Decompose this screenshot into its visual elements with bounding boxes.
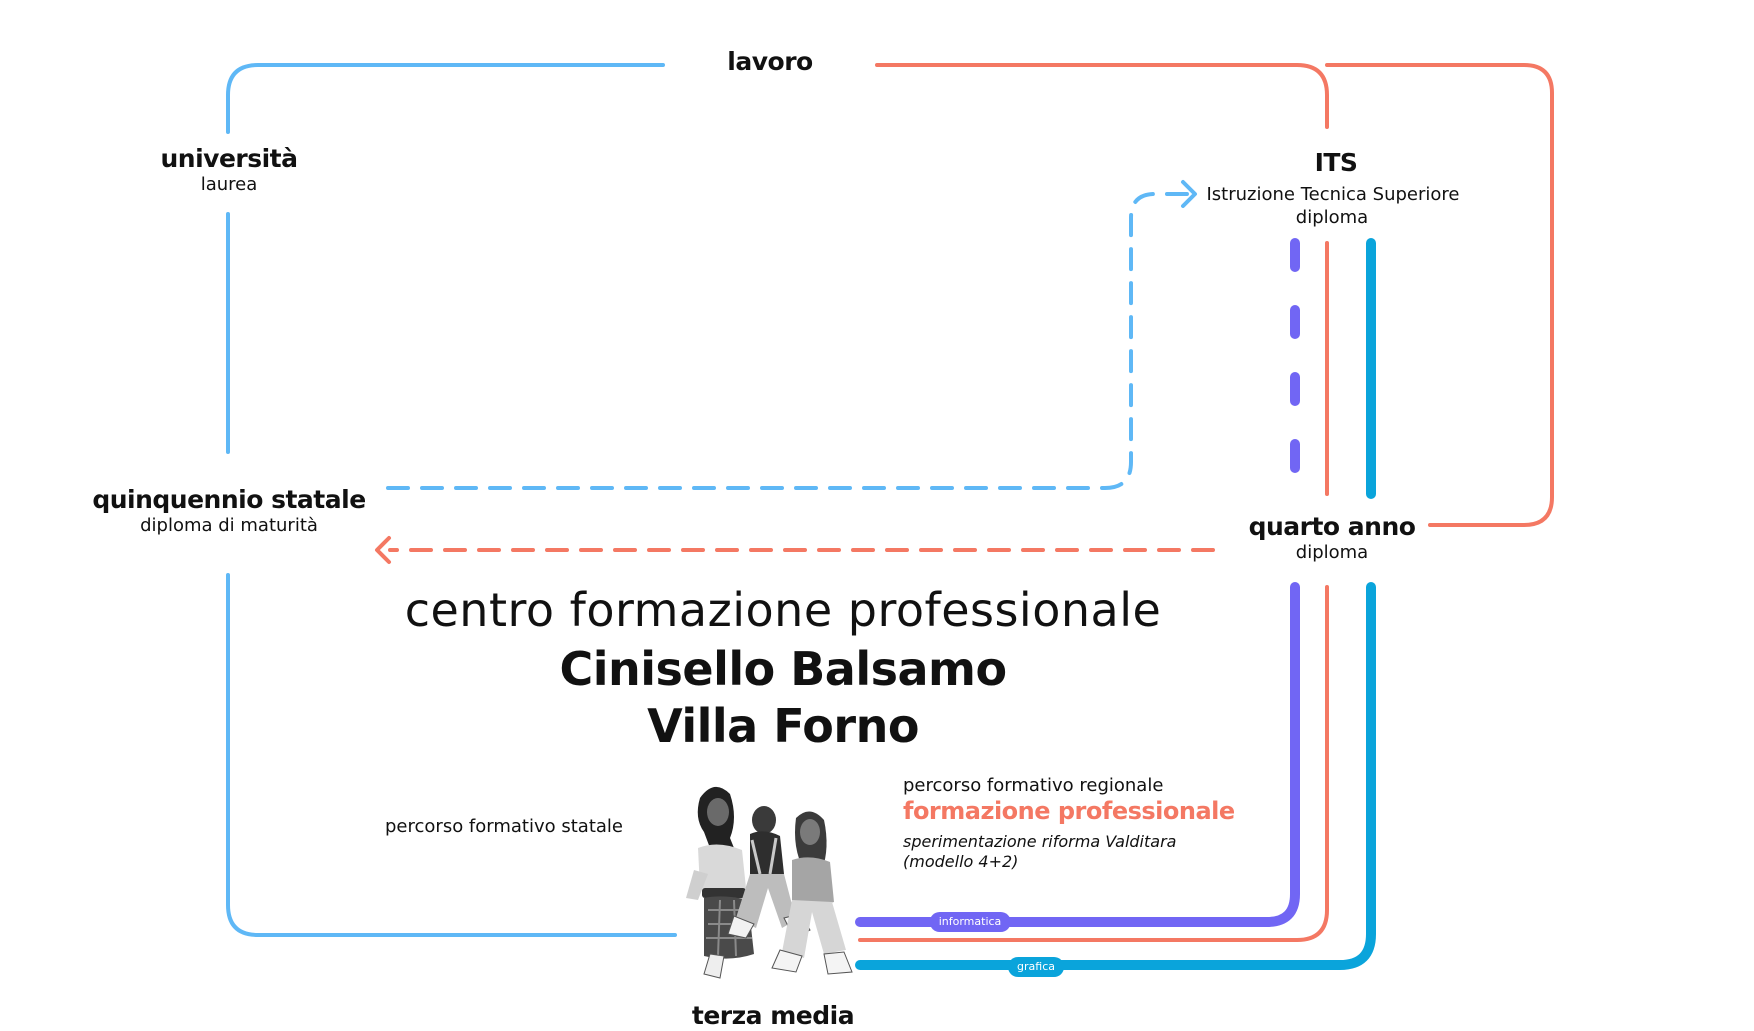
informatica-badge: informatica	[929, 912, 1011, 932]
statale-to-its-dashed-path	[386, 192, 1194, 490]
regionale-path-label: percorso formativo regionale	[903, 775, 1164, 796]
its-full-name: Istruzione Tecnica Superiore	[1206, 184, 1460, 205]
grafica-path	[855, 582, 1376, 970]
statale-path-lower	[226, 573, 677, 937]
quinquennio-subtitle: diploma di maturità	[140, 515, 318, 536]
terza-media-label: terza media	[691, 1001, 855, 1030]
universita-title: università	[160, 144, 298, 173]
universita-subtitle: laurea	[200, 174, 258, 195]
quarto-anno-title: quarto anno	[1248, 512, 1416, 541]
informatica-path	[855, 582, 1300, 927]
quinquennio-title: quinquennio statale	[92, 485, 366, 514]
students-photo	[686, 786, 853, 979]
center-title-line3: Villa Forno	[647, 699, 919, 753]
quinquennio-arrowhead	[375, 536, 391, 564]
lavoro-to-its-path	[875, 63, 1329, 129]
center-title-line1: centro formazione professionale	[404, 583, 1162, 637]
formazione-professionale-label: formazione professionale	[903, 797, 1235, 825]
its-title: ITS	[1314, 148, 1358, 177]
statale-path-top	[226, 63, 665, 134]
its-arrowhead	[1181, 180, 1197, 208]
lavoro-label: lavoro	[727, 47, 813, 76]
grafica-badge: grafica	[1008, 957, 1064, 977]
valditara-note-line2: (modello 4+2)	[903, 852, 1019, 871]
formazione-professionale-path	[858, 585, 1329, 942]
quarto-to-lavoro-path	[1325, 63, 1554, 527]
its-diploma: diploma	[1295, 207, 1369, 228]
center-title-line2: Cinisello Balsamo	[559, 642, 1007, 696]
statale-path-label: percorso formativo statale	[385, 816, 623, 837]
quarto-anno-subtitle: diploma	[1295, 542, 1369, 563]
valditara-note-line1: sperimentazione riforma Valditara	[903, 832, 1177, 851]
